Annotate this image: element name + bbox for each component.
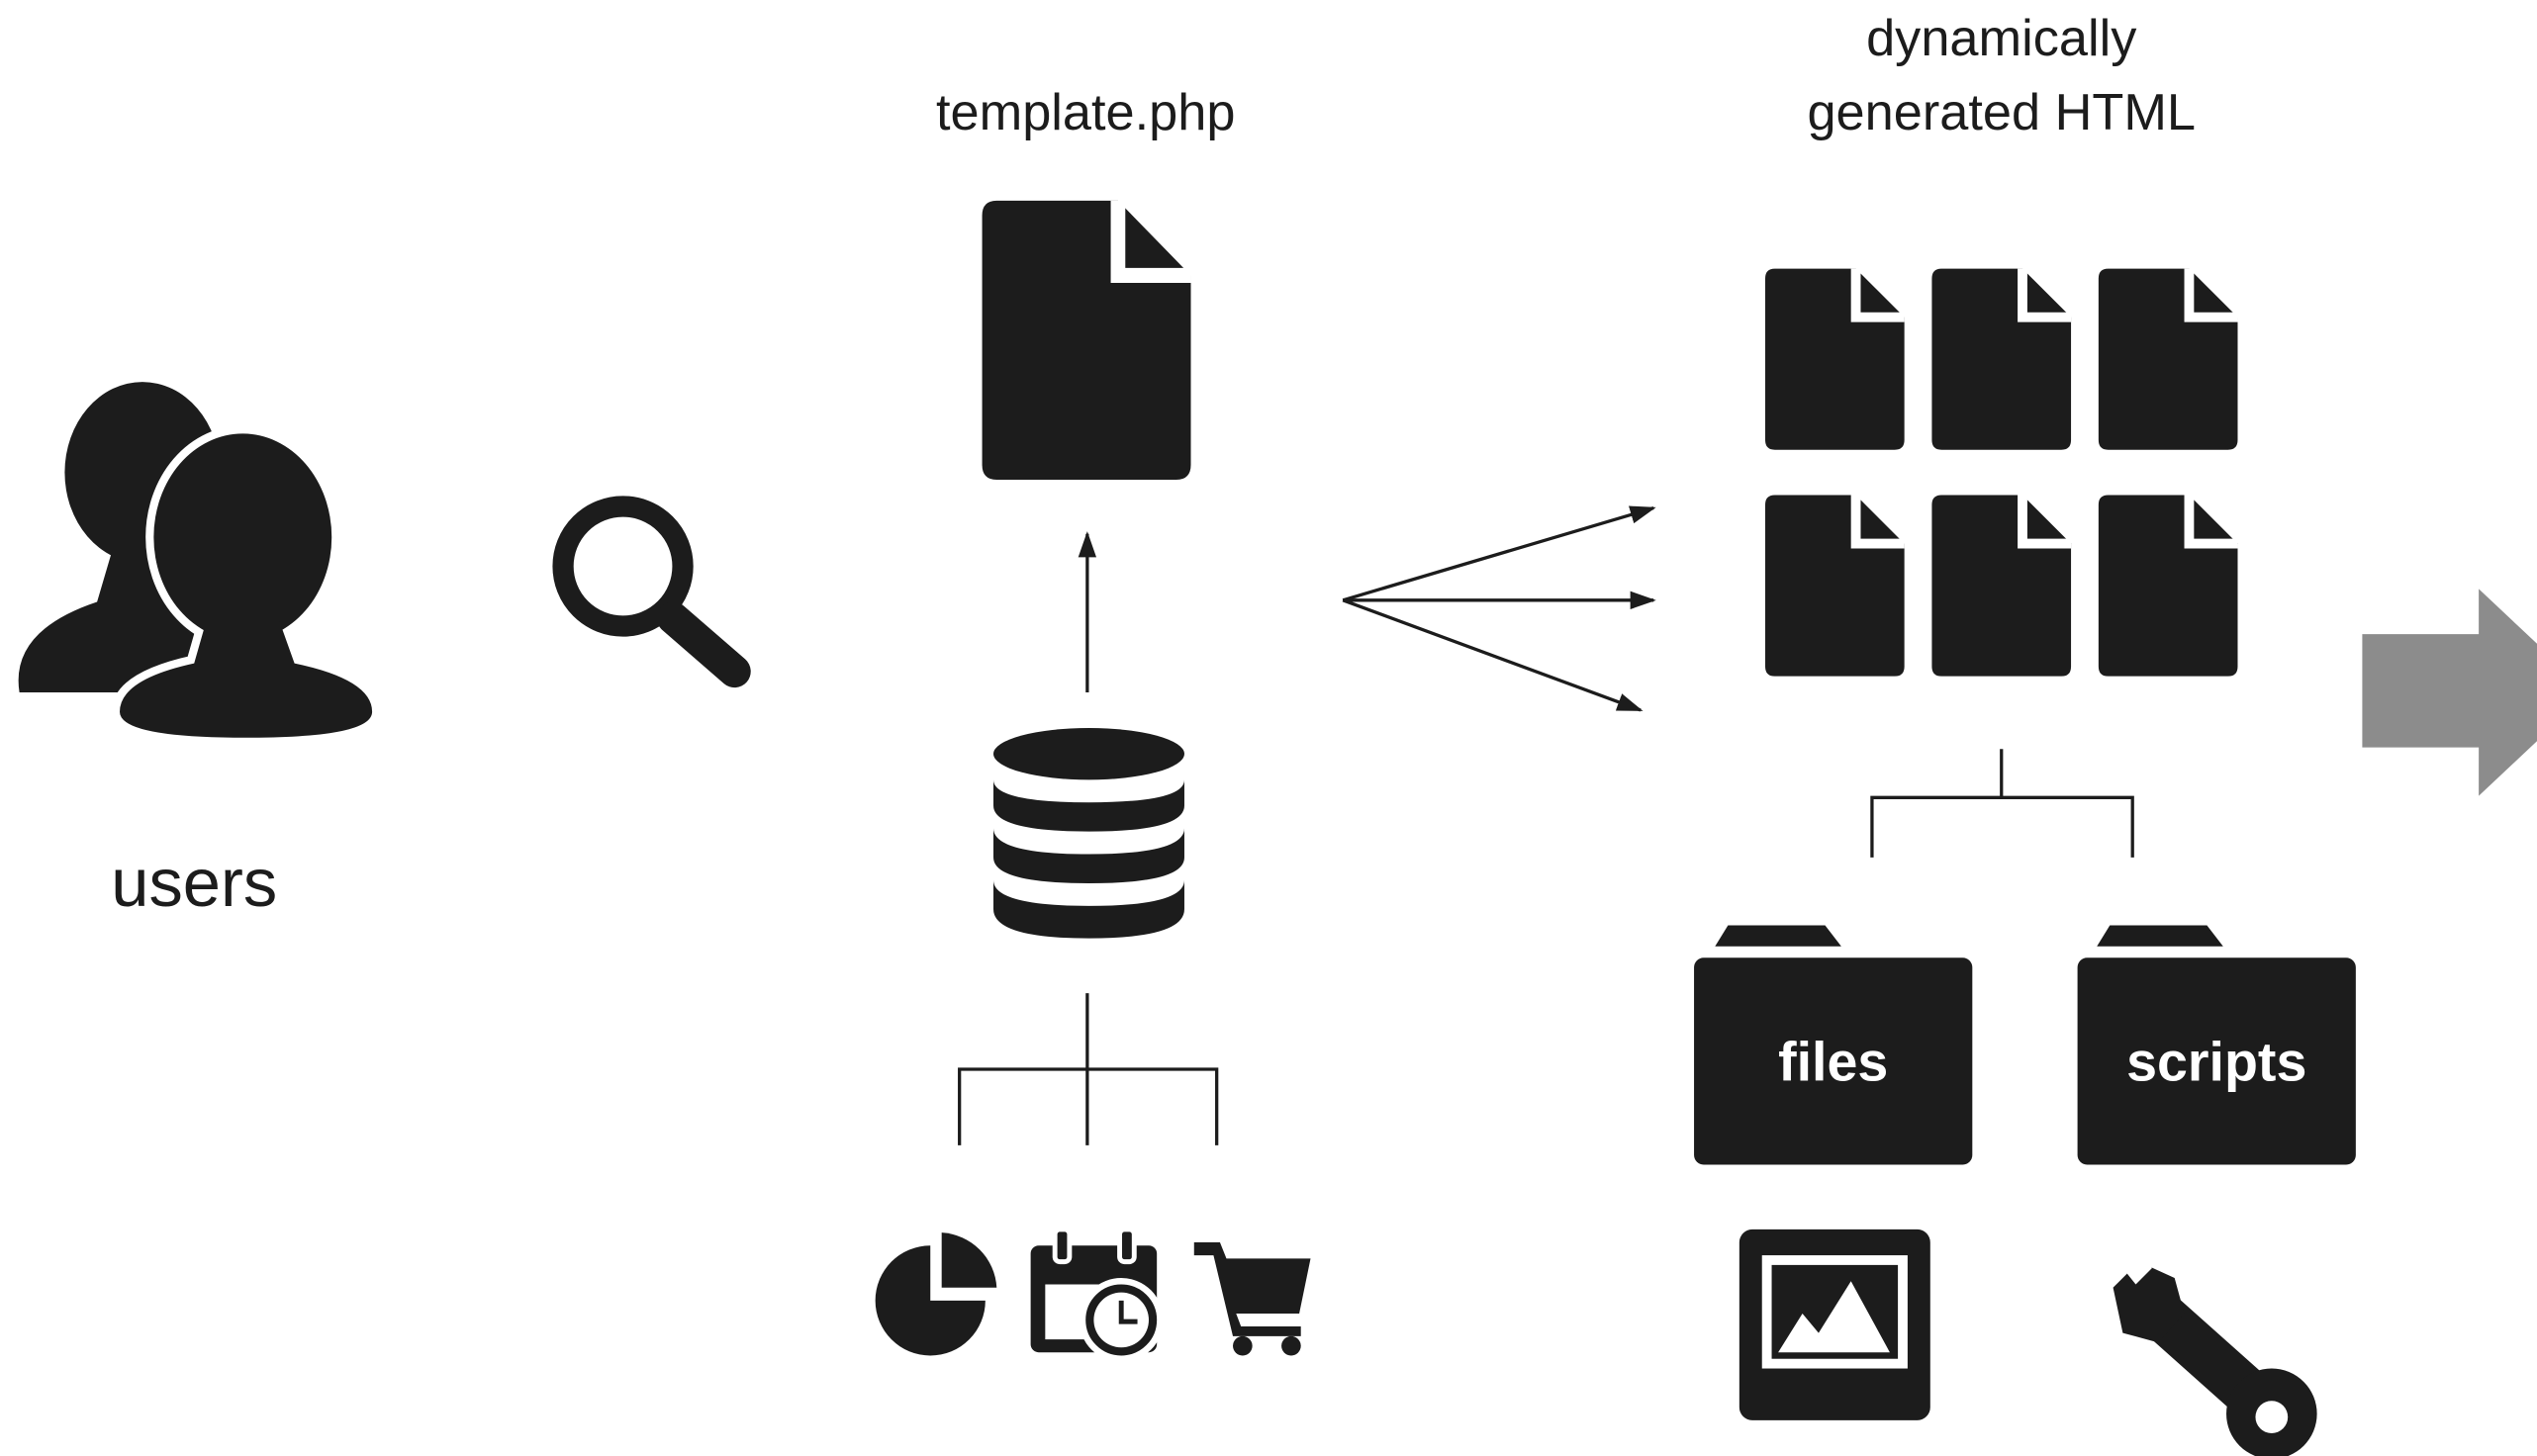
html-document-icon	[2099, 496, 2238, 677]
database-tree-connector	[958, 993, 1219, 1145]
scripts-folder-label: scripts	[2126, 1031, 2306, 1092]
users-label: users	[111, 845, 277, 921]
html-tree-connector	[1870, 749, 2134, 858]
files-folder-label: files	[1778, 1031, 1888, 1092]
generated-html-label-line2: generated HTML	[1807, 84, 2196, 141]
calendar-clock-icon	[1030, 1227, 1164, 1362]
html-document-icon	[1765, 496, 1905, 677]
arrow-right-icon	[2362, 589, 2537, 796]
generated-html-label-line1: dynamically	[1866, 10, 2137, 67]
wrench-icon	[2113, 1248, 2317, 1456]
users-icon	[18, 382, 381, 746]
database-icon	[993, 728, 1184, 939]
scripts-folder-icon	[2077, 925, 2356, 1165]
template-document-icon	[983, 201, 1191, 480]
search-icon	[552, 496, 751, 688]
template-to-html-arrows	[1342, 505, 1656, 712]
html-document-icon	[1765, 269, 1905, 450]
files-folder-icon	[1694, 925, 1973, 1165]
pie-chart-icon	[875, 1232, 997, 1356]
html-document-icon	[1931, 269, 2071, 450]
shopping-cart-icon	[1193, 1241, 1311, 1356]
html-document-icon	[1931, 496, 2071, 677]
html-document-icon	[2099, 269, 2238, 450]
image-icon	[1738, 1228, 1930, 1420]
template-label: template.php	[936, 84, 1235, 141]
